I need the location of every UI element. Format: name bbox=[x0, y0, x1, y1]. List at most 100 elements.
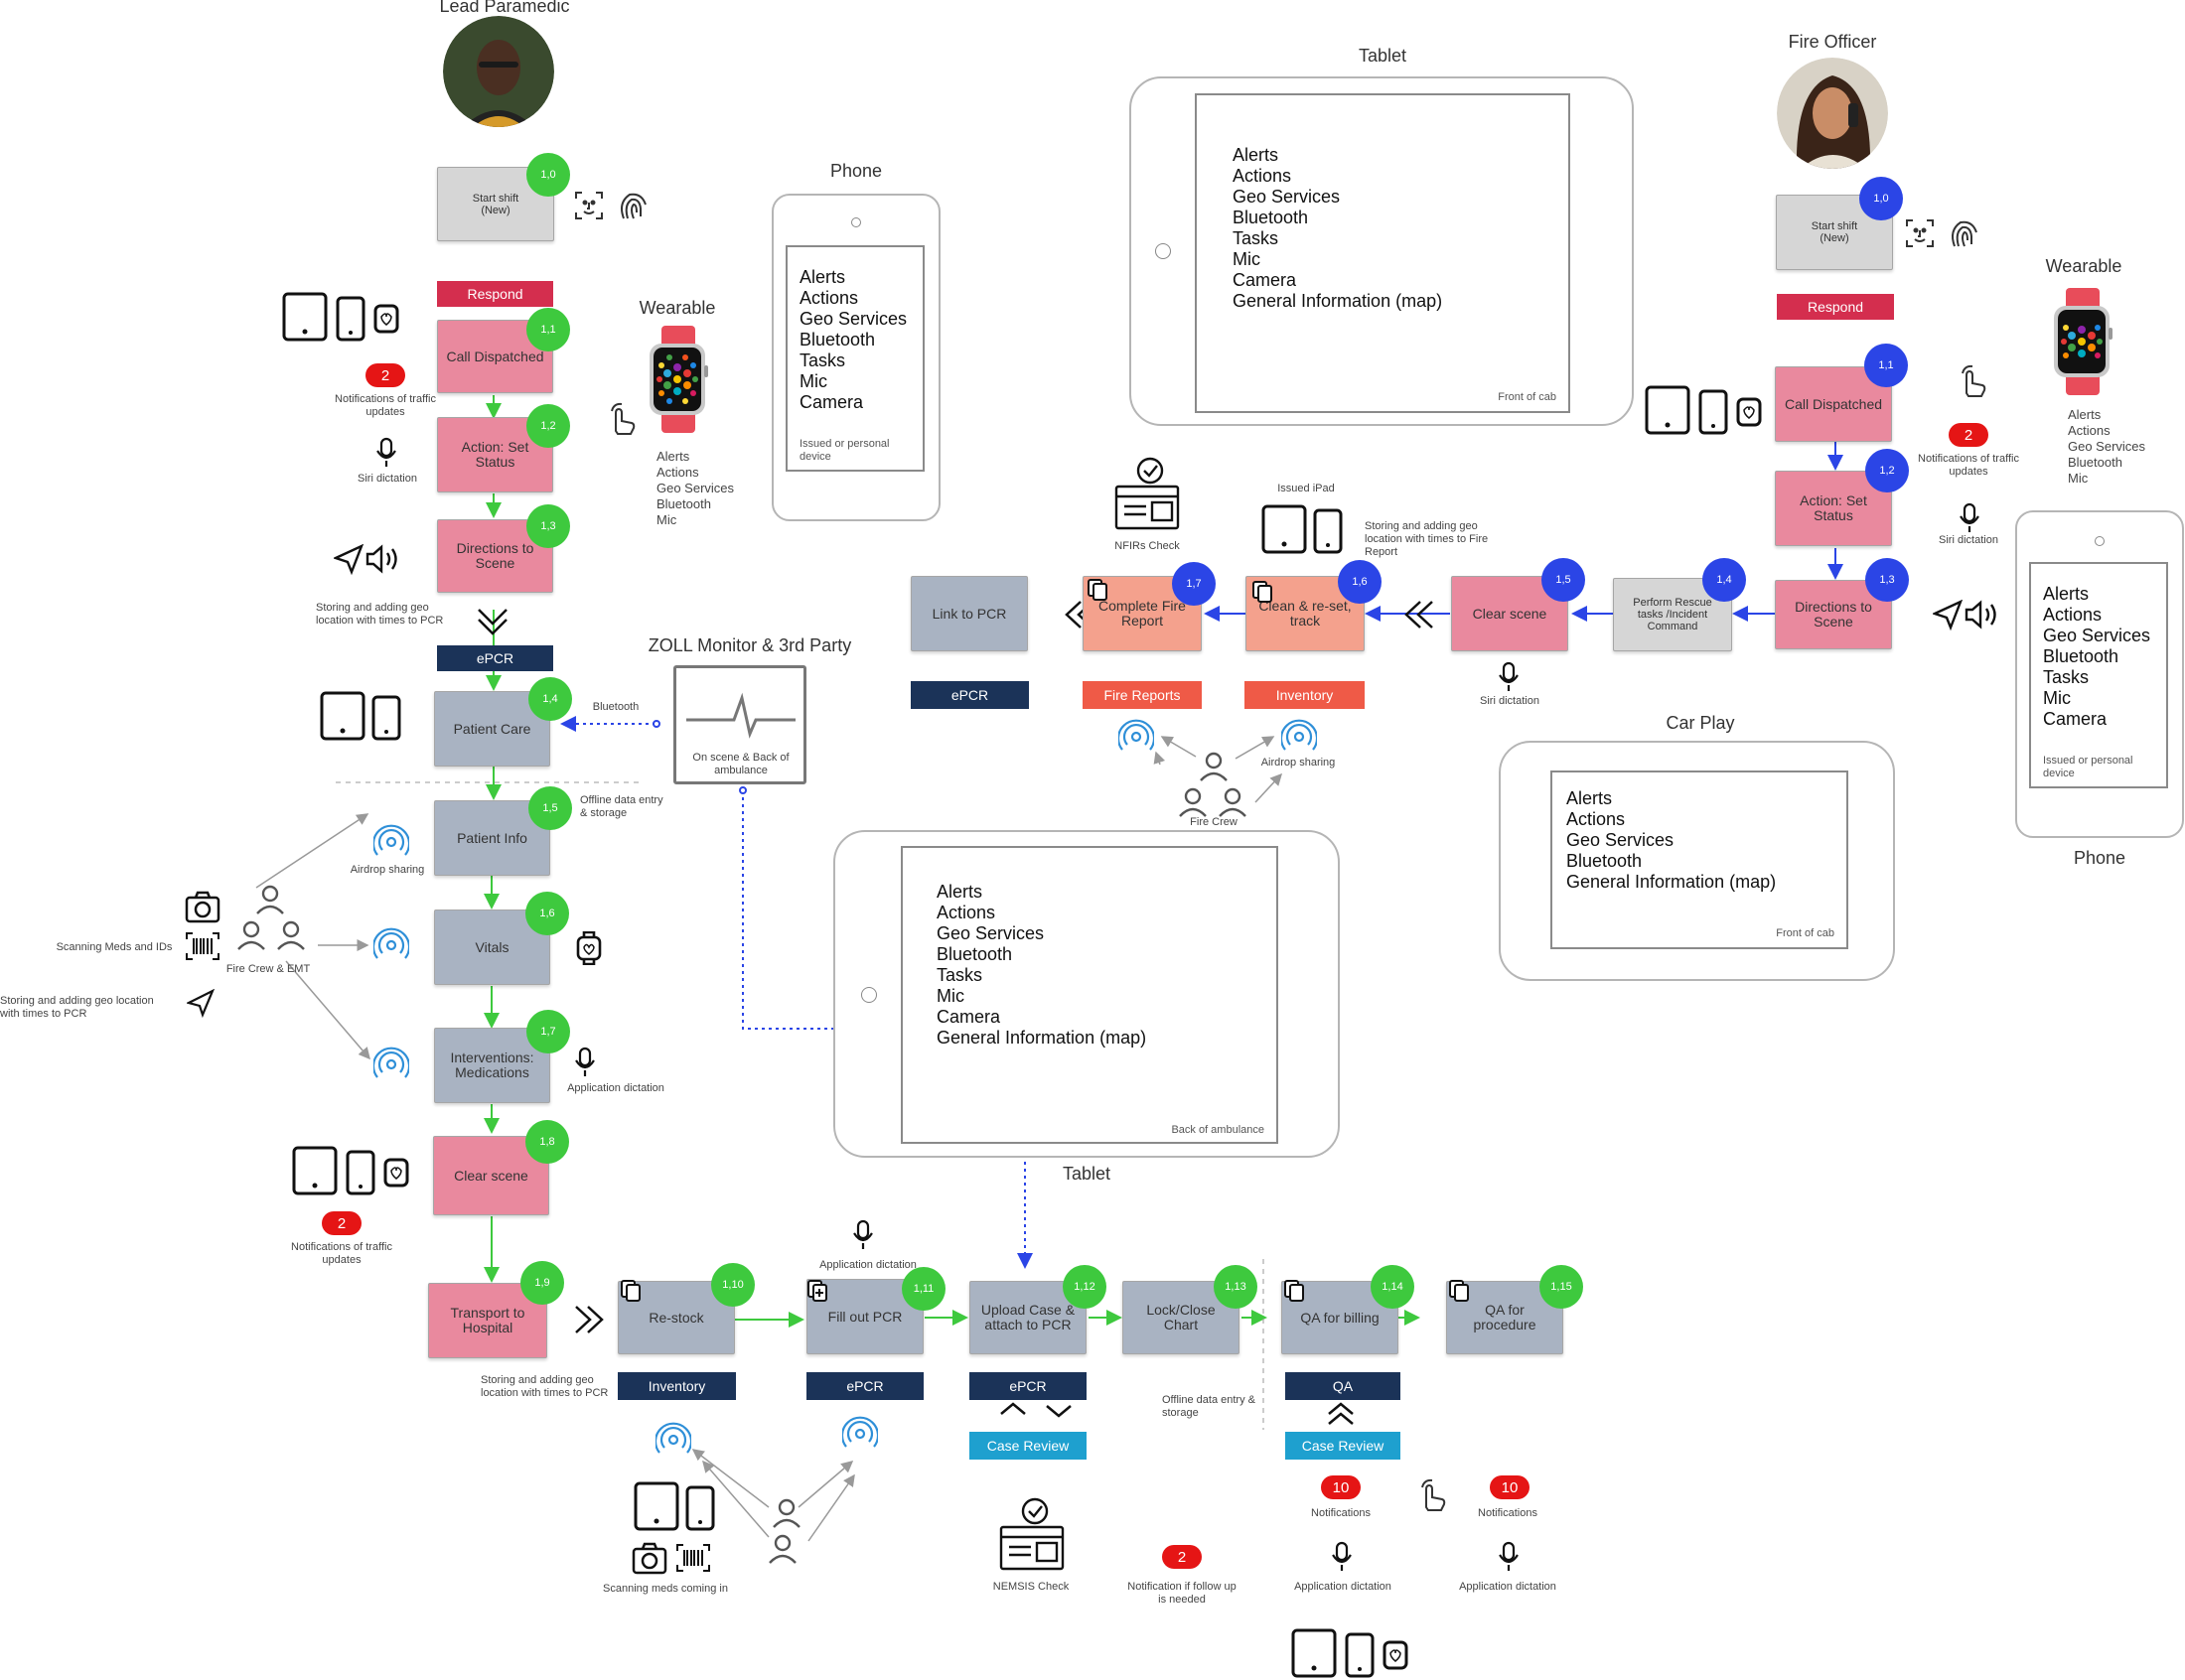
geo-storage-note-2: Storing and adding geo location with tim… bbox=[0, 995, 154, 1020]
phone-feature: Mic bbox=[2043, 688, 2071, 708]
camera-icon bbox=[185, 891, 220, 923]
airdrop-icon-4 bbox=[1118, 719, 1154, 751]
microphone-icon-5 bbox=[853, 1219, 873, 1249]
patient-care-box[interactable]: Patient Care bbox=[434, 691, 550, 767]
inventory-bar: Inventory bbox=[1244, 681, 1365, 709]
phone-feature: Bluetooth bbox=[2043, 646, 2119, 666]
microphone-icon-3 bbox=[1960, 502, 1979, 532]
notification-badge-10b: 10 bbox=[1490, 1475, 1530, 1499]
tablet-feature: Geo Services bbox=[1233, 187, 1341, 207]
barcode-scanner-icon bbox=[186, 932, 219, 960]
tablet-home-button bbox=[1155, 243, 1171, 259]
phone-feature: Tasks bbox=[800, 350, 846, 370]
carplay-title: Car Play bbox=[1666, 713, 1735, 733]
phone-2-caption: Issued or personal device bbox=[2043, 755, 2133, 779]
copy-documents-icon bbox=[1252, 581, 1272, 603]
wearable-feature: Geo Services bbox=[2068, 439, 2146, 454]
carplay-screen: Alerts Actions Geo Services Bluetooth Ge… bbox=[1550, 770, 1848, 949]
step-badge-1-0: 1,0 bbox=[526, 153, 570, 197]
phone-feature: Tasks bbox=[2043, 667, 2090, 687]
tablet-feature: General Information (map) bbox=[937, 1028, 1147, 1048]
microphone-icon-6 bbox=[1332, 1541, 1352, 1571]
airdrop-icon-6 bbox=[656, 1422, 691, 1454]
wearable-feature: Actions bbox=[2068, 423, 2111, 438]
camera-icon-2 bbox=[632, 1542, 667, 1575]
step-badge-1-4: 1,4 bbox=[528, 677, 572, 721]
set-status-box[interactable]: Action: Set Status bbox=[437, 417, 553, 492]
fire-set-status-box[interactable]: Action: Set Status bbox=[1775, 471, 1892, 546]
bottom-epcr-bar-2: ePCR bbox=[969, 1372, 1087, 1400]
nfirs-check-icon bbox=[1114, 457, 1180, 530]
bottom-inventory-bar: Inventory bbox=[618, 1372, 736, 1400]
tablet-phone-watch-icon-2 bbox=[292, 1146, 409, 1195]
airdrop-icon-7 bbox=[842, 1416, 878, 1448]
bluetooth-note: Bluetooth bbox=[592, 701, 640, 713]
microphone-icon-7 bbox=[1499, 1541, 1519, 1571]
copy-documents-icon-4 bbox=[1284, 1280, 1304, 1302]
phone-feature: Camera bbox=[800, 392, 864, 412]
tablet-feature: Bluetooth bbox=[1233, 208, 1309, 227]
phone-feature: Alerts bbox=[800, 267, 846, 287]
fire-geo-note: Storing and adding geo location with tim… bbox=[1365, 520, 1489, 558]
tablet-mid-caption: Back of ambulance bbox=[1171, 1124, 1264, 1136]
zoll-monitor-frame: On scene & Back of ambulance bbox=[673, 665, 806, 784]
crew-note: Fire Crew & EMT bbox=[225, 963, 311, 975]
patient-info-box[interactable]: Patient Info bbox=[434, 800, 550, 876]
fire-airdrop-note: Airdrop sharing bbox=[1260, 757, 1336, 769]
fire-notification-note: Notifications of traffic updates bbox=[1918, 453, 2019, 478]
link-to-pcr-box[interactable]: Link to PCR bbox=[911, 576, 1028, 651]
bottom-dictation-note: Application dictation bbox=[819, 1259, 917, 1271]
phone-2-title: Phone bbox=[2073, 848, 2126, 868]
phone-feature: Camera bbox=[2043, 709, 2108, 729]
carplay-features-list: Alerts Actions Geo Services Bluetooth Ge… bbox=[1566, 788, 1776, 893]
tablet-phone-icon bbox=[320, 691, 401, 741]
face-id-fingerprint-icon-2 bbox=[1906, 219, 1977, 247]
wearable-feature: Bluetooth bbox=[656, 496, 711, 511]
heartbeat-icon bbox=[686, 692, 796, 739]
carplay-frame: Alerts Actions Geo Services Bluetooth Ge… bbox=[1499, 741, 1895, 981]
wearable-title: Wearable bbox=[639, 298, 716, 318]
wearable-feature: Alerts bbox=[2068, 407, 2102, 422]
wearable-features-list: Alerts Actions Geo Services Bluetooth Mi… bbox=[656, 449, 734, 528]
scanning-meds-note: Scanning meds coming in bbox=[603, 1583, 728, 1595]
qa-bar: QA bbox=[1285, 1372, 1400, 1400]
traffic-notification-note: Notifications of traffic updates bbox=[335, 393, 436, 418]
tablet-feature: Actions bbox=[1233, 166, 1292, 186]
copy-documents-icon-2 bbox=[1088, 579, 1107, 601]
bottom-geo-note: Storing and adding geo location with tim… bbox=[481, 1374, 609, 1399]
fire-step-badge-1-2: 1,2 bbox=[1865, 449, 1909, 492]
dictation-note-1: Application dictation bbox=[1294, 1581, 1391, 1593]
phone-feature: Geo Services bbox=[2043, 626, 2151, 645]
fire-siri-clear-note: Siri dictation bbox=[1480, 695, 1539, 707]
tablet-mid-features-list: Alerts Actions Geo Services Bluetooth Ta… bbox=[937, 882, 1146, 1049]
tablet-top-features-list: Alerts Actions Geo Services Bluetooth Ta… bbox=[1233, 145, 1442, 312]
apple-watch-image bbox=[650, 326, 708, 433]
tablet-mid-home-button bbox=[861, 987, 877, 1003]
zoll-title: ZOLL Monitor & 3rd Party bbox=[648, 635, 852, 655]
phone-title: Phone bbox=[829, 161, 883, 181]
carplay-feature: General Information (map) bbox=[1566, 872, 1777, 892]
wearable-2-title: Wearable bbox=[2045, 256, 2122, 276]
phone-feature: Alerts bbox=[2043, 584, 2090, 604]
tablet-top-title: Tablet bbox=[1358, 46, 1407, 66]
phone-feature: Geo Services bbox=[800, 309, 908, 329]
fire-step-badge-1-3: 1,3 bbox=[1865, 558, 1909, 602]
bottom-epcr-bar-1: ePCR bbox=[806, 1372, 924, 1400]
fire-start-shift-box[interactable]: Start shift (New) bbox=[1776, 195, 1893, 270]
epcr-bar: ePCR bbox=[437, 645, 553, 671]
respond-bar: Respond bbox=[437, 281, 553, 307]
phone-feature: Actions bbox=[2043, 605, 2103, 625]
wearable-feature: Bluetooth bbox=[2068, 455, 2122, 470]
step-badge-1-2: 1,2 bbox=[526, 404, 570, 448]
step-badge-1-1: 1,1 bbox=[526, 308, 570, 351]
followup-note: Notification if follow up is needed bbox=[1127, 1581, 1237, 1606]
wearable-feature: Geo Services bbox=[656, 481, 735, 495]
notifications-note-1: Notifications bbox=[1311, 1507, 1371, 1519]
phone-caption: Issued or personal device bbox=[800, 438, 890, 463]
zoll-caption: On scene & Back of ambulance bbox=[692, 752, 790, 776]
fire-crew-icon bbox=[1179, 752, 1246, 817]
tablet-feature: Mic bbox=[1233, 249, 1260, 269]
face-id-fingerprint-icon bbox=[575, 192, 647, 219]
geo-storage-note: Storing and adding geo location with tim… bbox=[316, 602, 444, 627]
